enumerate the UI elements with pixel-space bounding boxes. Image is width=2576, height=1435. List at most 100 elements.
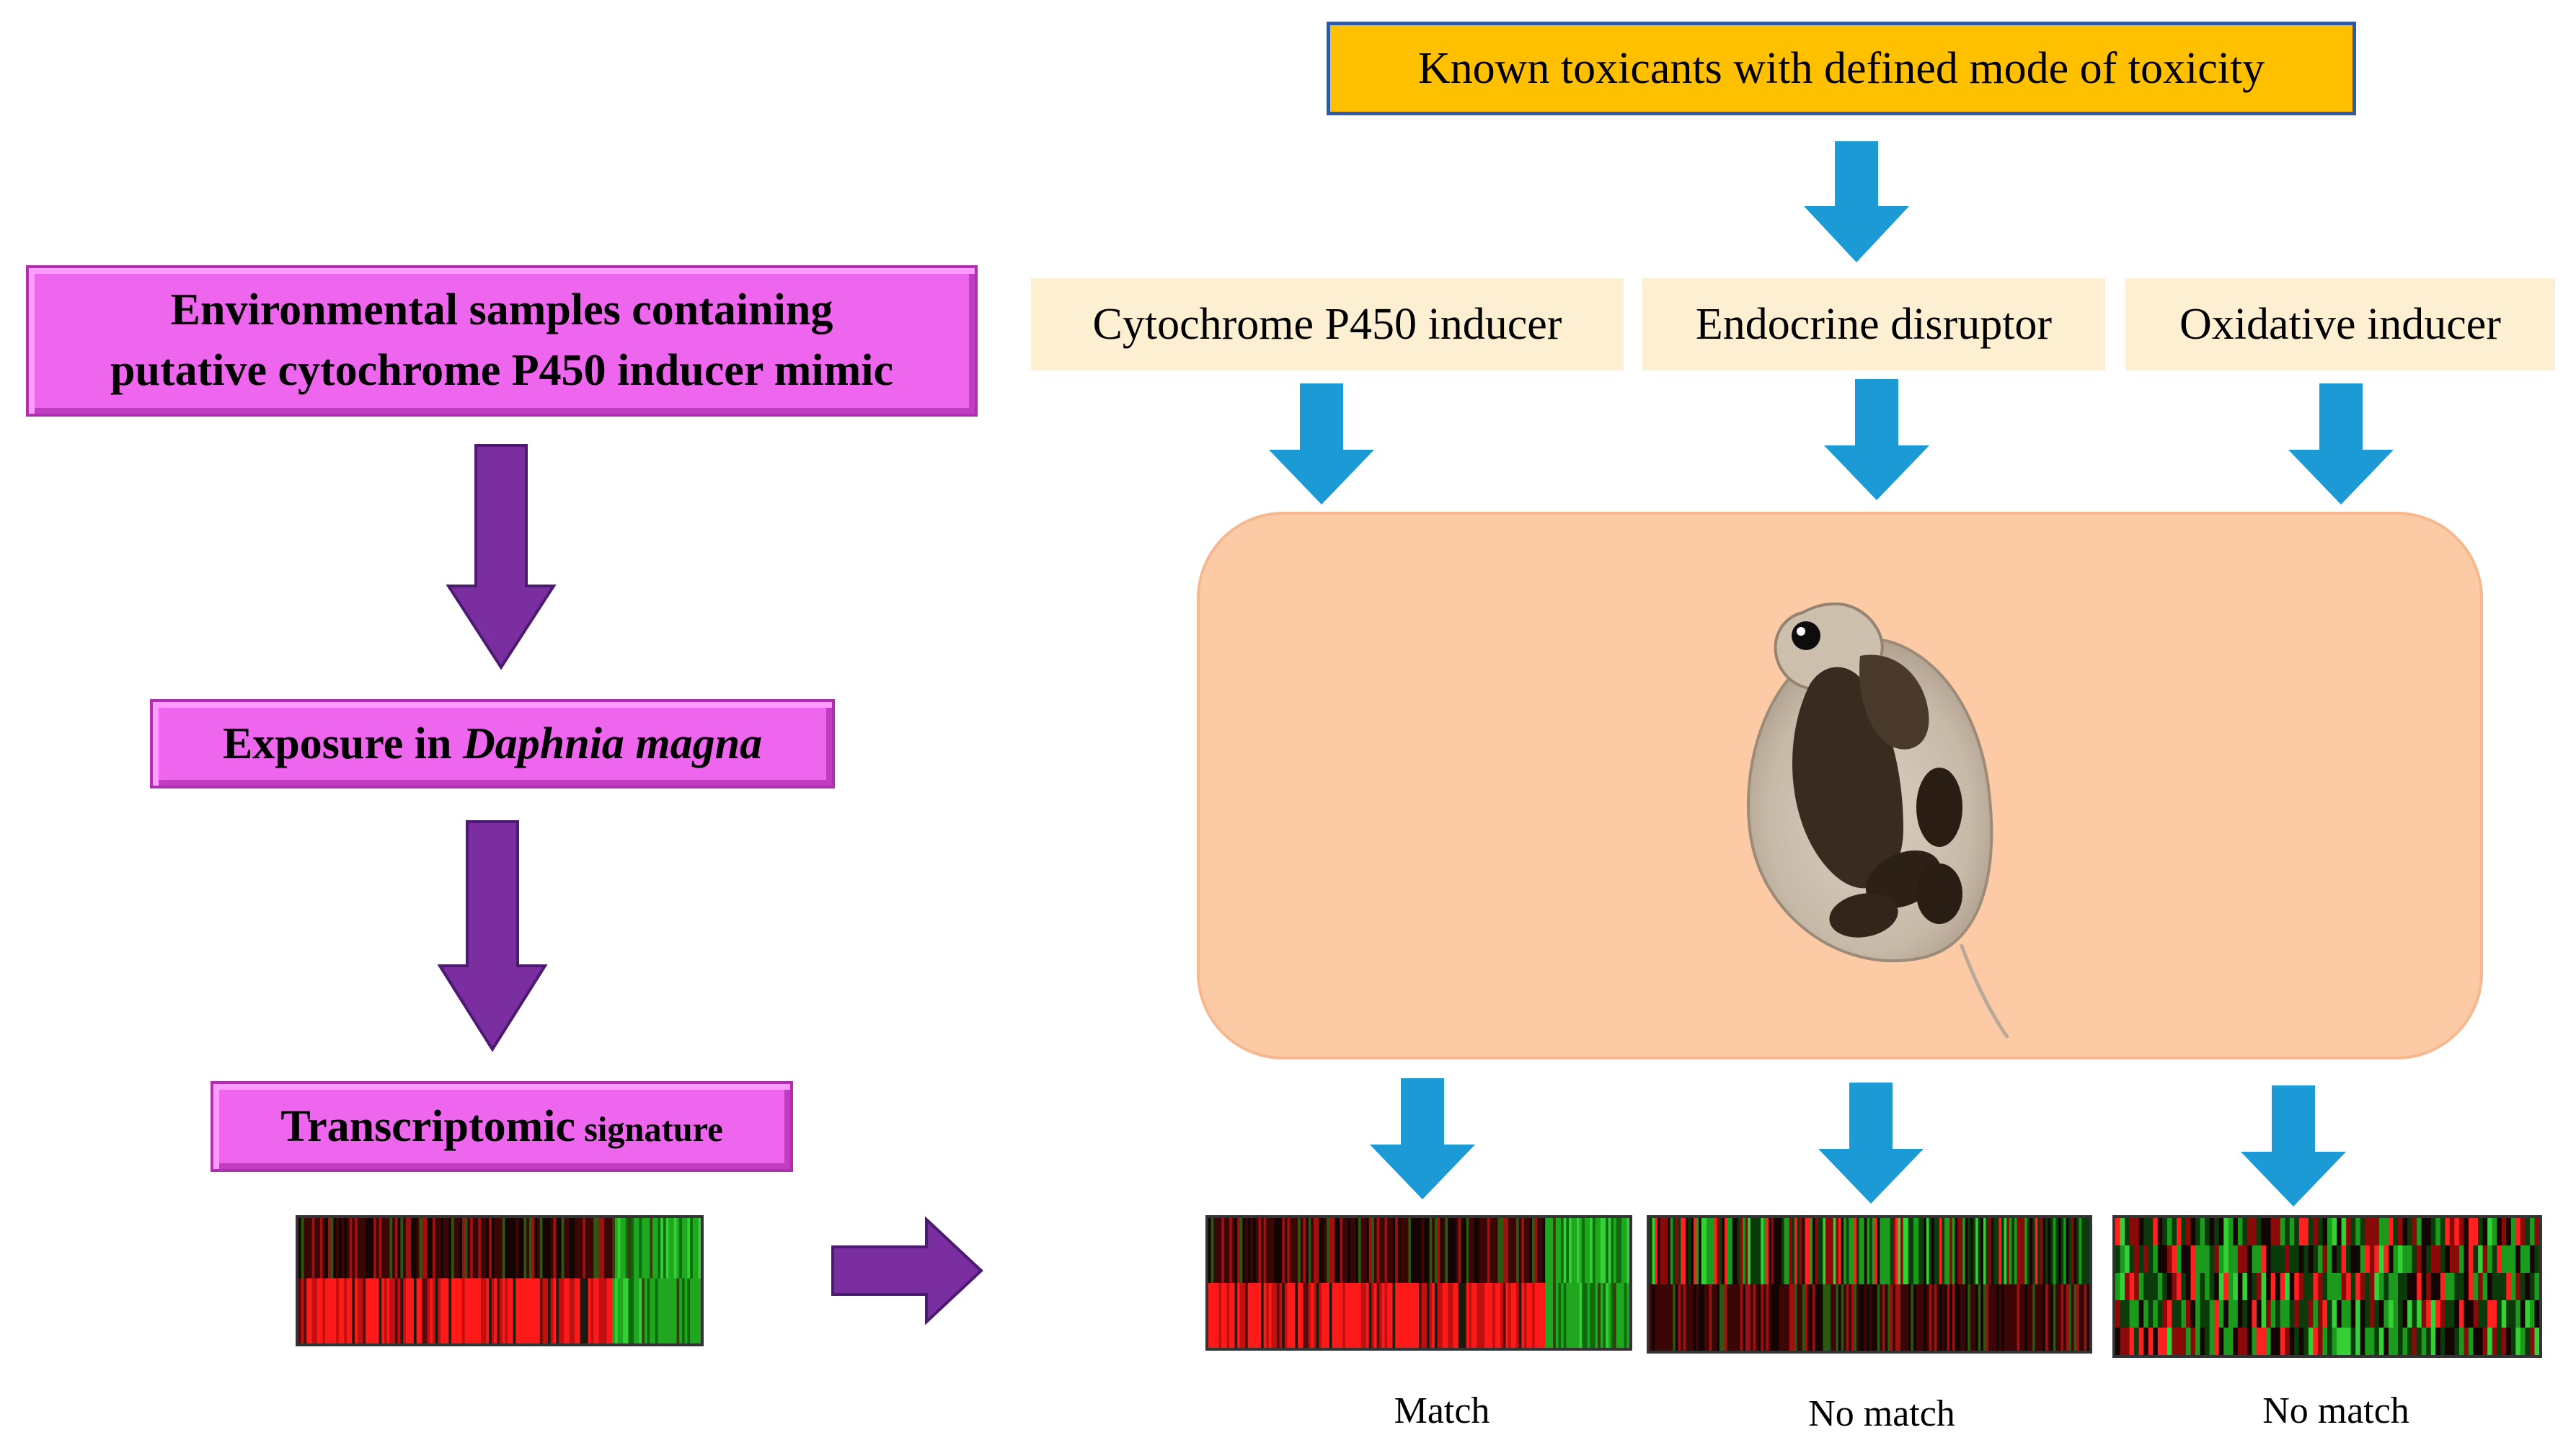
heatmap-stripe [1231, 1218, 1236, 1283]
heatmap-stripe [2053, 1218, 2056, 1284]
heatmap-stripe [2534, 1218, 2539, 1245]
heatmap-stripe [1911, 1284, 1914, 1351]
heatmap-stripe [542, 1218, 546, 1279]
heatmap-stripe [1577, 1283, 1580, 1348]
heatmap-stripe [2393, 1218, 2399, 1245]
heatmap-stripe [2313, 1300, 2319, 1328]
heatmap-stripe [1234, 1283, 1238, 1348]
heatmap-stripe [2440, 1328, 2446, 1355]
heatmap-stripe [2148, 1328, 2154, 1355]
heatmap-stripe [368, 1278, 372, 1343]
heatmap-stripe [2421, 1218, 2427, 1245]
heatmap-stripe [1479, 1218, 1483, 1283]
heatmap-stripe [1458, 1218, 1461, 1283]
heatmap-stripe [1474, 1283, 1477, 1348]
heatmap-stripe [684, 1278, 688, 1343]
heatmap-stripe [2360, 1300, 2365, 1328]
heatmap-stripe [1434, 1218, 1438, 1283]
heatmap-stripe [1908, 1284, 1912, 1351]
heatmap-stripe [1327, 1218, 1330, 1283]
heatmap-stripe [1704, 1218, 1707, 1284]
heatmap-stripe [448, 1278, 452, 1343]
heatmap-stripe [1340, 1283, 1343, 1348]
heatmap-stripe [580, 1278, 583, 1343]
heatmap-stripe [1686, 1218, 1689, 1284]
heatmap-stripe [2350, 1300, 2356, 1328]
heatmap-stripe [453, 1278, 458, 1343]
heatmap-stripe [2143, 1328, 2149, 1355]
heatmap-stripe [2218, 1245, 2224, 1273]
heatmap-stripe [2421, 1300, 2427, 1328]
heatmap-stripe [2014, 1218, 2018, 1284]
heatmap-stripe [612, 1218, 616, 1279]
heatmap-stripe [357, 1218, 361, 1279]
heatmap-stripe [472, 1278, 477, 1343]
heatmap-stripe [2048, 1284, 2051, 1351]
heatmap-stripe [422, 1278, 425, 1343]
heatmap-stripe [1846, 1284, 1849, 1351]
heatmap-stripe [2125, 1273, 2130, 1300]
heatmap-stripe [590, 1278, 594, 1343]
heatmap-stripe [1464, 1218, 1467, 1283]
heatmap-stripe [1895, 1284, 1899, 1351]
heatmap-stripe [1419, 1218, 1422, 1283]
heatmap-stripe [1271, 1283, 1275, 1348]
heatmap-stripe [1239, 1218, 1244, 1283]
blue-down-arrow-res-3 [2241, 1085, 2346, 1207]
heatmap-stripe [2172, 1328, 2177, 1355]
heatmap-stripe [1542, 1283, 1546, 1348]
heatmap-stripe [2322, 1300, 2328, 1328]
heatmap-stripe [1550, 1218, 1554, 1283]
heatmap-stripe [679, 1278, 683, 1343]
heatmap-stripe [1652, 1218, 1655, 1284]
heatmap-stripe [2298, 1245, 2304, 1273]
heatmap-stripe [665, 1218, 669, 1279]
heatmap-stripe [2257, 1328, 2262, 1355]
heatmap-stripe [333, 1218, 337, 1279]
heatmap-stripe [523, 1218, 527, 1279]
heatmap-stripe [2393, 1273, 2399, 1300]
heatmap-stripe [2289, 1245, 2295, 1273]
heatmap-stripe [2482, 1328, 2488, 1355]
heatmap-stripe [1287, 1218, 1291, 1283]
heatmap-stripe [1771, 1218, 1774, 1284]
heatmap-stripe [1379, 1283, 1383, 1348]
heatmap-stripe [2529, 1218, 2536, 1245]
heatmap-stripe [518, 1218, 522, 1279]
heatmap-stripe [652, 1218, 656, 1279]
heatmap-stripe [1947, 1218, 1950, 1284]
heatmap-stripe [2308, 1245, 2314, 1273]
heatmap-stripe [513, 1218, 516, 1279]
heatmap-stripe [1918, 1284, 1922, 1351]
heatmap-stripe [1279, 1218, 1283, 1283]
heatmap-stripe [2515, 1218, 2521, 1245]
heatmap-stripe [1681, 1218, 1684, 1284]
heatmap-stripe [1825, 1284, 1829, 1351]
heatmap-stripe [531, 1278, 535, 1343]
heatmap-stripe [1469, 1218, 1472, 1283]
heatmap-stripe [2473, 1273, 2479, 1300]
heatmap-stripe [1856, 1284, 1860, 1351]
heatmap-stripe [1807, 1218, 1811, 1284]
heatmap-stripe [1347, 1283, 1351, 1348]
heatmap-stripe [1513, 1283, 1517, 1348]
heatmap-stripe [1456, 1283, 1459, 1348]
heatmap-stripe [1670, 1218, 1673, 1284]
heatmap-stripe [1314, 1218, 1317, 1283]
heatmap-stripe [336, 1218, 340, 1279]
heatmap-stripe [2520, 1328, 2526, 1355]
heatmap-stripe [2157, 1328, 2163, 1355]
heatmap-stripe [1743, 1284, 1746, 1351]
heatmap-stripe [2322, 1245, 2328, 1273]
heatmap-stripe [1926, 1218, 1930, 1284]
heatmap-stripe [1621, 1218, 1625, 1283]
heatmap-stripe [2378, 1218, 2384, 1245]
heatmap-stripe [2506, 1245, 2512, 1273]
heatmap-stripe [1392, 1283, 1396, 1348]
heatmap-stripe [389, 1218, 393, 1279]
heatmap-stripe [1761, 1284, 1764, 1351]
heatmap-stripe [1300, 1283, 1304, 1348]
heatmap-stripe [1392, 1218, 1396, 1283]
heatmap-stripe [1539, 1283, 1544, 1348]
heatmap-stripe [338, 1218, 342, 1279]
